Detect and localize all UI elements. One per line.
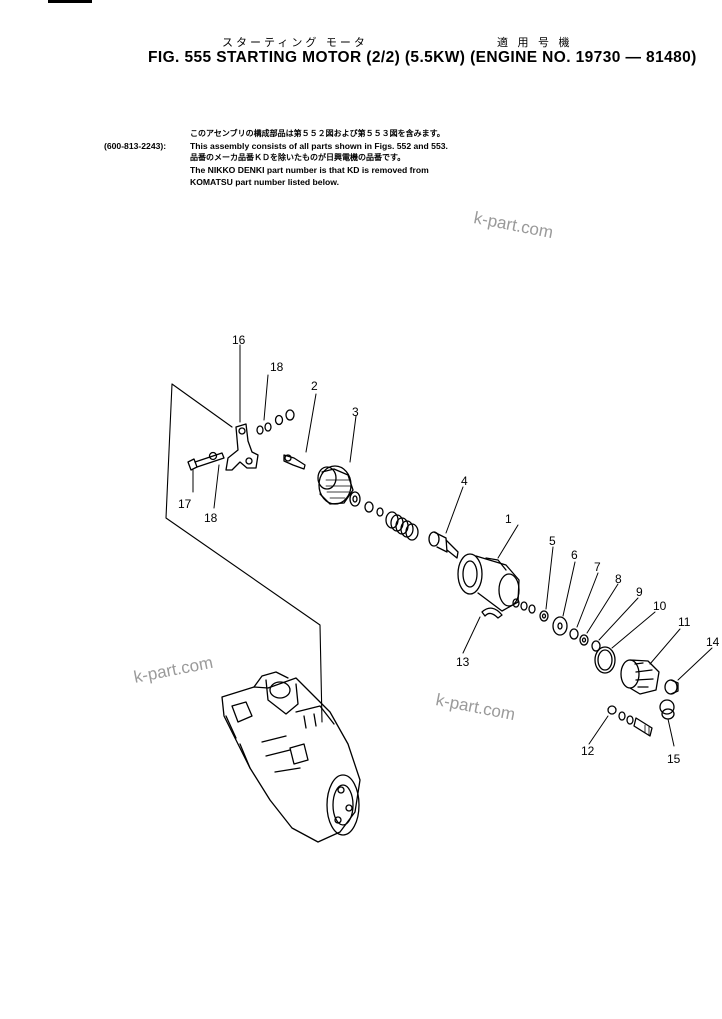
callout-10: 10 — [653, 599, 667, 613]
end-cover-part — [620, 628, 681, 695]
pinion-gear-part — [317, 415, 357, 505]
callout-7: 7 — [594, 560, 601, 574]
starting-motor-assembly — [221, 671, 361, 843]
callout-6: 6 — [571, 548, 578, 562]
callout-12: 12 — [581, 744, 595, 758]
callout-18-upper: 18 — [270, 360, 284, 374]
callout-9: 9 — [636, 585, 643, 599]
note-line-4: The NIKKO DENKI part number is that KD i… — [190, 165, 429, 175]
figure-title: FIG. 555 STARTING MOTOR (2/2) (5.5KW) (E… — [148, 49, 697, 66]
callout-4: 4 — [461, 474, 468, 488]
pinion-spring-part — [385, 511, 419, 541]
note-line-3-jp: 品番のメーカ品番ＫＤを除いたものが日興電機の品番です。 — [190, 153, 406, 162]
shift-lever-part — [225, 344, 259, 471]
o-ring-part — [594, 611, 656, 674]
cover-bolt-part — [588, 705, 653, 745]
lever-bolt-part — [187, 451, 225, 493]
callout-1: 1 — [505, 512, 512, 526]
callout-13: 13 — [456, 655, 470, 669]
cap-part — [664, 647, 713, 695]
callout-11: 11 — [678, 615, 691, 629]
callout-8: 8 — [615, 572, 622, 586]
callout-3: 3 — [352, 405, 359, 419]
drive-housing-part — [457, 524, 520, 612]
pinion-washers — [349, 491, 384, 517]
note-line-1-jp: このアセンブリの構成部品は第５５２図および第５５３図を含みます。 — [190, 129, 445, 138]
callout-18-lower: 18 — [204, 511, 218, 525]
pinion-screw-part — [283, 393, 317, 470]
japanese-applicable-label: 適 用 号 機 — [497, 36, 573, 49]
callout-5: 5 — [549, 534, 556, 548]
note-line-2: This assembly consists of all parts show… — [190, 141, 448, 151]
callout-14: 14 — [706, 635, 720, 649]
corner-mark — [48, 0, 92, 3]
housing-small-parts — [512, 598, 536, 614]
plug-part — [659, 699, 675, 747]
callout-16: 16 — [232, 333, 246, 347]
subassembly-bracket — [165, 383, 323, 723]
bearing-stack — [539, 546, 639, 652]
japanese-title: スターティング モータ — [222, 36, 368, 49]
note-line-5: KOMATSU part number listed below. — [190, 177, 339, 187]
callout-15: 15 — [667, 752, 681, 766]
pinion-shaft-part — [428, 486, 464, 559]
washer-set-upper — [256, 374, 295, 435]
callout-2: 2 — [311, 379, 318, 393]
callout-17: 17 — [178, 497, 192, 511]
retaining-clip-part — [462, 607, 503, 654]
assembly-part-number: (600-813-2243): — [104, 141, 167, 151]
